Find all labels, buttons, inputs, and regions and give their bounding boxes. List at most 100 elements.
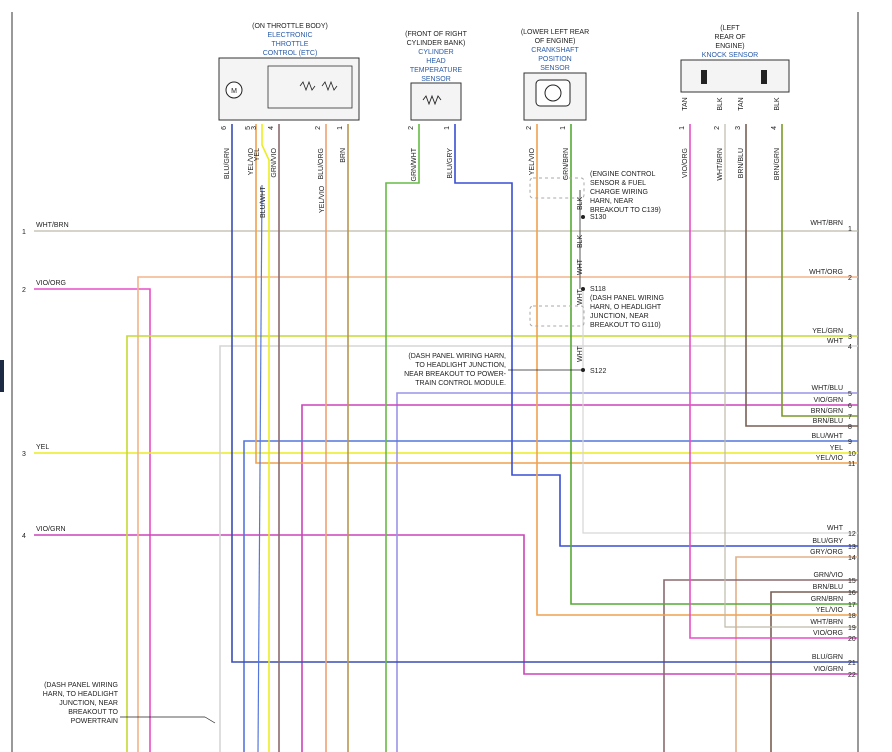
right-pin-number: 13 [848, 544, 856, 551]
thermistor-icon [422, 94, 442, 106]
etc-yel-vio-label: YEL/VIO [319, 185, 326, 213]
right-pin-number: 14 [848, 555, 856, 562]
knock-sensor-box [680, 59, 790, 93]
crank-wire-label: YEL/VIO [529, 147, 536, 175]
wire-r18-yel-vio [536, 124, 858, 616]
right-pin-number: 4 [848, 344, 852, 351]
knock-shield-label: BLK [717, 97, 724, 111]
dash-bottom-note-3: JUNCTION, NEAR [59, 700, 118, 707]
wire-r17-grn-brn [570, 124, 858, 605]
engine-harness-note-5: BREAKOUT TO C139) [590, 207, 661, 214]
wire-r3-yel-grn [126, 335, 858, 752]
right-pin-number: 21 [848, 660, 856, 667]
temp-name-3: TEMPERATURE [410, 67, 463, 74]
right-wire-label: WHT/ORG [809, 269, 843, 276]
components: M [218, 57, 790, 121]
dash-pcm-note-4: TRAIN CONTROL MODULE. [415, 380, 506, 387]
crank-shield-wht-label-3: WHT [577, 345, 584, 362]
wire-r6-vio-grn [301, 404, 858, 752]
right-pin-number: 18 [848, 613, 856, 620]
wire-left-2-vio-org [34, 288, 151, 752]
right-pin-number: 19 [848, 625, 856, 632]
etc-wire-label: BLU/ORG [318, 148, 325, 180]
right-pin-number: 22 [848, 672, 856, 679]
etc-pin-number: 1 [337, 126, 344, 130]
left-wire-label: VIO/GRN [36, 526, 66, 533]
engine-harness-note-4: HARN, NEAR [590, 198, 633, 205]
left-pin-number: 3 [22, 451, 26, 458]
left-wire-label: VIO/ORG [36, 280, 66, 287]
etc-location: (ON THROTTLE BODY) [252, 23, 328, 30]
right-pin-number: 1 [848, 226, 852, 233]
crank-pin-number: 1 [560, 126, 567, 130]
knock-shield-label: TAN [682, 97, 689, 110]
right-wire-label: WHT/BRN [810, 220, 843, 227]
right-wire-label: BLU/WHT [812, 433, 844, 440]
crank-shield-wht-label-2: WHT [577, 288, 584, 305]
temp-location-1: (FRONT OF RIGHT [405, 31, 467, 38]
splice-s130: S130 [590, 214, 606, 221]
dash-bottom-note-1: (DASH PANEL WIRING [44, 682, 118, 689]
dash-g110-note-3: JUNCTION, NEAR [590, 313, 649, 320]
left-pin-number: 1 [22, 229, 26, 236]
knock-shield-label: TAN [738, 97, 745, 110]
wire-r8-brn-blu [745, 124, 858, 427]
right-wire-label: BRN/BLU [813, 418, 843, 425]
knock-wire-label: BRN/GRN [774, 148, 781, 180]
crank-magnet-icon [544, 84, 562, 102]
pot-1-icon [299, 80, 316, 92]
temp-wire-label: GRN/WHT [411, 147, 418, 181]
knock-pin-number: 1 [679, 126, 686, 130]
temp-pin-number: 1 [444, 126, 451, 130]
temp-wire-label: BLU/GRY [447, 148, 454, 179]
dash-bottom-note-5: POWERTRAIN [71, 718, 118, 725]
right-wire-label: BRN/BLU [813, 584, 843, 591]
right-wire-label: BRN/GRN [811, 408, 843, 415]
shield-ellipse-2 [529, 305, 585, 327]
dash-g110-note-4: BREAKOUT TO G110) [590, 322, 661, 329]
wire-r14-gry-org [735, 556, 858, 752]
labels: (ON THROTTLE BODY) ELECTRONIC THROTTLE C… [43, 23, 758, 725]
right-wire-label: BLU/GRN [812, 654, 843, 661]
crank-name-1: CRANKSHAFT [531, 47, 579, 54]
wire-r9-blu-wht [243, 440, 858, 752]
etc-wire-label: BLU/GRN [224, 148, 231, 179]
dash-pcm-note-2: TO HEADLIGHT JUNCTION, [415, 362, 506, 369]
crank-shield-blk-label-2: BLK [577, 234, 584, 248]
wire-r12-wht [582, 370, 858, 534]
wire-r4-wht [219, 345, 858, 752]
right-wire-label: YEL/VIO [816, 455, 844, 462]
knock-pin-number: 4 [771, 126, 778, 130]
crank-wire-label: GRN/BRN [563, 148, 570, 180]
right-wire-label: WHT/BLU [812, 385, 844, 392]
dash-bottom-leader-2 [204, 716, 216, 724]
wire-etc-blu-wht [257, 184, 263, 752]
etc-pot-frame [267, 65, 353, 109]
knock-pin-number: 2 [714, 126, 721, 130]
crank-coil-icon [535, 79, 571, 107]
side-tab[interactable] [0, 360, 4, 392]
right-pin-number: 20 [848, 636, 856, 643]
right-pin-number: 15 [848, 578, 856, 585]
etc-pin-number: 2 [315, 126, 322, 130]
right-pin-number: 11 [848, 461, 855, 468]
right-pin-number: 16 [848, 590, 856, 597]
crank-name-3: SENSOR [540, 65, 570, 72]
temp-name-4: SENSOR [421, 76, 451, 83]
right-pin-number: 8 [848, 424, 852, 431]
left-wire-label: WHT/BRN [36, 222, 69, 229]
right-wire-label: GRY/ORG [810, 549, 843, 556]
engine-harness-note-1: (ENGINE CONTROL [590, 171, 655, 178]
knock-shield-label: BLK [774, 97, 781, 111]
splice-s122-dot [581, 368, 585, 372]
crank-shield-wht-label-1: WHT [577, 258, 584, 275]
motor-label: M [231, 88, 237, 95]
pot-2-icon [321, 80, 338, 92]
wire-temp-grn-wht [385, 124, 420, 752]
etc-name-2: THROTTLE [272, 41, 309, 48]
right-pin-number: 2 [848, 275, 852, 282]
wire-r21-blu-grn [231, 124, 858, 663]
splice-s122: S122 [590, 368, 606, 375]
right-wire-label: GRN/VIO [813, 572, 843, 579]
